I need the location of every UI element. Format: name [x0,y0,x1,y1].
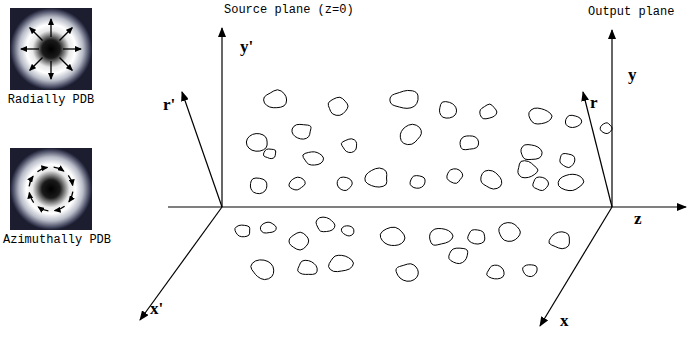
eddy [487,265,504,279]
plane-label: Source plane (z=0) [224,4,354,17]
eddy [298,260,318,274]
axis-label: x' [150,300,163,319]
radial-beam [10,8,92,90]
eddy [328,97,348,115]
eddy [341,139,356,153]
axis-label: x [560,312,569,331]
turbulent-eddies [235,90,612,282]
eddy [289,177,305,190]
eddy [460,136,479,150]
eddy [518,161,538,178]
eddy [468,230,485,244]
eddy [565,115,581,127]
eddy [316,217,335,232]
eddy [533,177,549,191]
eddy [390,90,418,108]
coordinate-axes [140,28,686,326]
eddy [480,104,497,119]
eddy [292,124,311,139]
eddy [447,169,463,184]
plane-label: Output plane [588,6,674,19]
eddy [430,228,453,245]
eddy [380,227,405,245]
eddy [558,174,584,190]
eddy [523,265,538,277]
eddy [449,248,468,264]
eddy [499,223,521,242]
azimuthal-beam [10,148,92,230]
beam-caption: Azimuthally PDB [3,234,111,247]
eddy [251,260,274,280]
eddy [549,232,570,249]
eddy [481,170,502,189]
eddy [439,102,456,119]
eddy [365,168,387,187]
eddy [400,124,421,144]
eddy [250,178,266,194]
eddy [303,152,324,165]
eddy [410,176,425,189]
axis-label: y' [240,38,253,57]
eddy [529,108,552,124]
eddy [337,177,352,190]
eddy [328,255,353,271]
eddy [260,222,276,233]
eddy [264,90,287,108]
eddy [396,264,418,282]
eddy [235,225,250,237]
eddy [560,153,575,167]
eddy [341,226,354,236]
eddy [263,149,275,159]
beam-caption: Radially PDB [8,94,94,107]
axis-label: z [634,210,642,229]
axis-label: y [628,66,637,85]
eddy [246,134,267,152]
eddy [521,145,542,160]
axis-label: r [590,94,598,113]
eddy [289,232,309,250]
eddy [600,123,612,134]
axis-label: r' [163,96,175,115]
